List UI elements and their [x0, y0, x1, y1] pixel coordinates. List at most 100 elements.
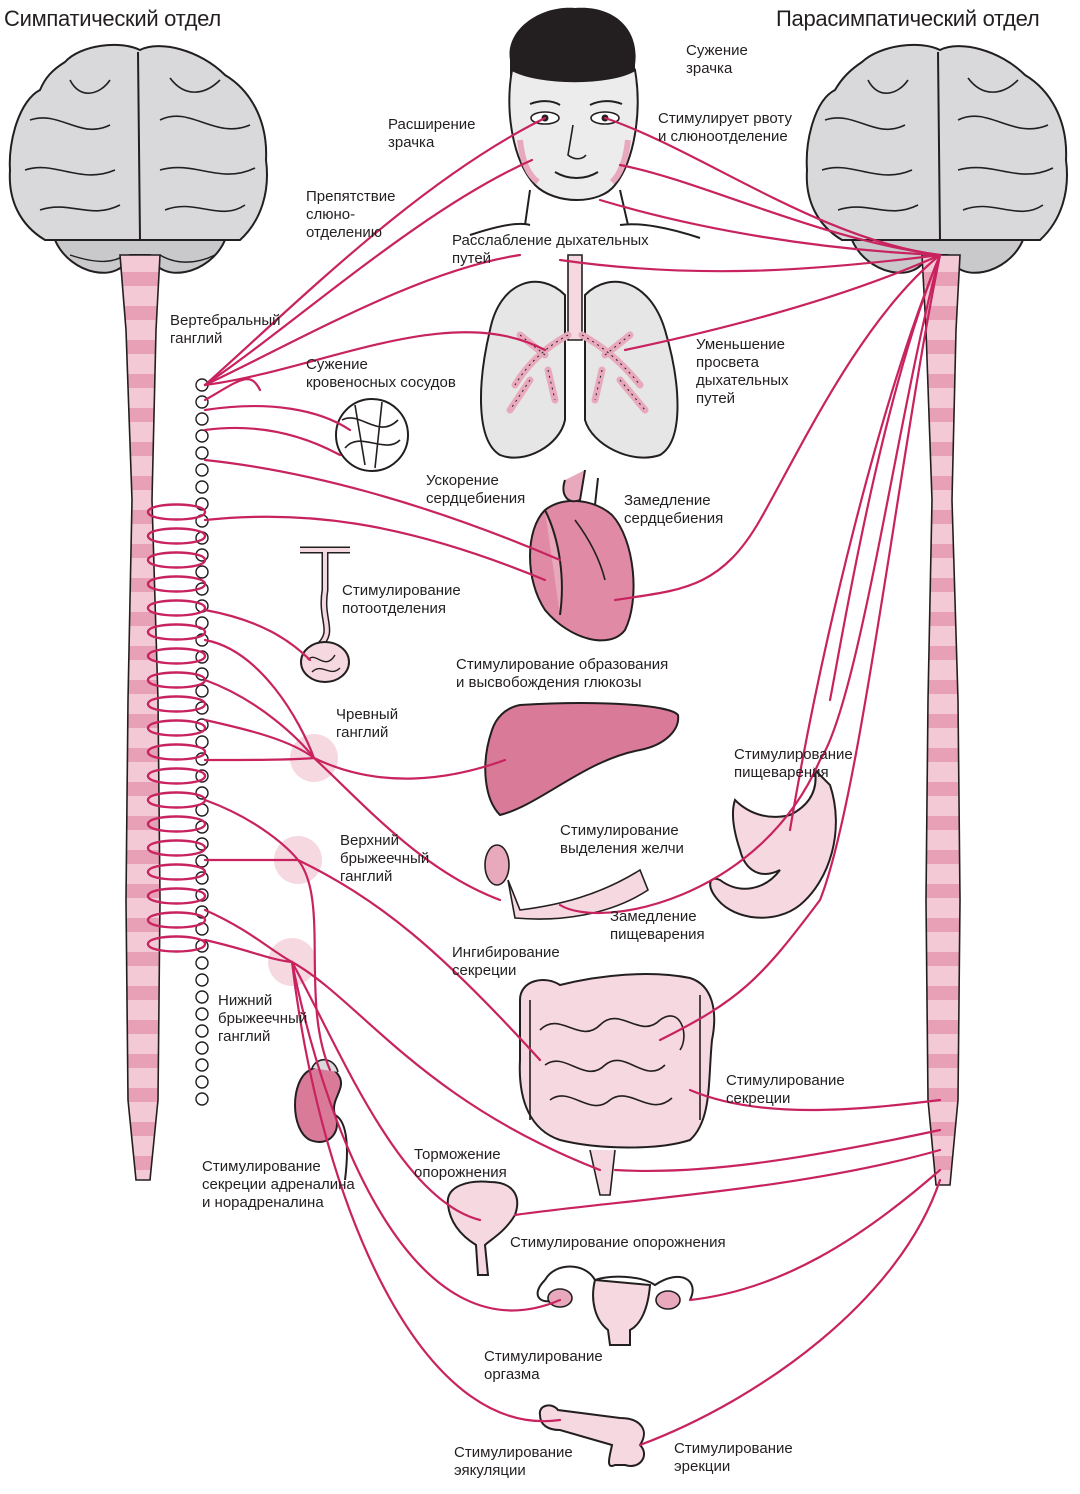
label-bile: Стимулирование выделения желчи	[560, 822, 684, 857]
nerve-fiber	[623, 253, 942, 352]
sweat-gland	[300, 546, 350, 683]
label-saliva-inhibit: Препятствие слюно- отделению	[306, 188, 396, 241]
chain-ganglion	[195, 1058, 209, 1072]
label-heart-slow: Замедление сердцебиения	[624, 492, 724, 527]
gallbladder-pancreas	[484, 844, 649, 920]
nerve-fiber	[312, 756, 502, 902]
label-bladder-stim: Стимулирование опорожнения	[510, 1234, 726, 1251]
nerve-fiber	[203, 608, 312, 662]
chain-ganglion	[195, 463, 209, 477]
nerve-fiber	[203, 378, 262, 402]
label-vertebral-ganglion: Вертебральный ганглий	[170, 312, 281, 347]
nerve-fiber	[203, 253, 522, 387]
nerve-fiber	[203, 638, 316, 760]
label-pupil-dilation: Расширение зрачка	[388, 116, 476, 151]
chain-ganglion	[195, 446, 209, 460]
nerve-fiber	[203, 678, 316, 760]
nerve-fiber	[558, 253, 942, 273]
chain-ganglion	[195, 395, 209, 409]
chain-ganglion	[195, 565, 209, 579]
heading-parasympathetic: Парасимпатический отдел	[776, 6, 1040, 31]
label-secretion-stim: Стимулирование секреции	[726, 1072, 845, 1107]
blood-vessel-closeup	[335, 398, 409, 472]
lungs	[480, 254, 679, 459]
chain-ganglion	[195, 480, 209, 494]
chain-ganglion	[195, 684, 209, 698]
nerve-coil	[146, 863, 207, 881]
nerve-coil	[146, 911, 207, 929]
right-brain	[805, 43, 1068, 274]
nerve-fiber	[203, 116, 547, 387]
label-vomit-saliva: Стимулирует рвоту и слюноотделение	[658, 110, 792, 145]
chain-ganglion	[195, 1041, 209, 1055]
intestines	[518, 973, 716, 1196]
nerve-fiber	[828, 253, 942, 702]
label-airway-narrow: Уменьшение просвета дыхательных путей	[696, 336, 789, 407]
male-organ	[538, 1404, 645, 1467]
nerve-coil	[146, 887, 207, 905]
chain-ganglion	[195, 973, 209, 987]
nerve-fiber	[290, 960, 482, 1222]
nerve-coil	[146, 839, 207, 857]
nerve-coil	[146, 719, 207, 737]
label-inferior-mesenteric: Нижний брыжеечный ганглий	[218, 992, 308, 1045]
left-spinal-cord	[119, 254, 161, 1181]
liver	[484, 702, 680, 817]
nerve-fiber	[613, 1128, 942, 1173]
nerve-fiber	[312, 756, 507, 780]
nerve-coil	[146, 743, 207, 761]
nerve-fiber	[203, 718, 316, 760]
label-adrenaline: Стимулирование секреции адреналина и нор…	[202, 1158, 355, 1211]
label-ejaculation: Стимулирование эякуляции	[454, 1444, 573, 1479]
nerve-fiber	[203, 938, 294, 964]
sympathetic-chain	[195, 378, 209, 1106]
nerve-fiber	[558, 253, 942, 915]
nerve-coil	[146, 935, 207, 953]
chain-ganglion	[195, 1007, 209, 1021]
nerve-fiber	[203, 331, 547, 387]
nerve-fiber	[688, 1088, 942, 1112]
label-orgasm: Стимулирование оргазма	[484, 1348, 603, 1383]
nerve-fiber	[290, 960, 562, 1312]
nerve-fiber	[203, 458, 562, 562]
label-secretion-inhibit: Ингибирование секреции	[452, 944, 560, 979]
nerve-coil	[146, 767, 207, 785]
chain-ganglion	[195, 769, 209, 783]
nerve-coil	[146, 815, 207, 833]
label-pupil-constriction: Сужение зрачка	[686, 42, 748, 77]
heart	[529, 469, 635, 642]
chain-ganglion	[195, 412, 209, 426]
nerve-coil	[146, 575, 207, 593]
spinal-nerve-coils	[146, 503, 207, 953]
label-heart-accel: Ускорение сердцебиения	[426, 472, 526, 507]
nerve-coil	[146, 647, 207, 665]
label-sweat: Стимулирование потоотделения	[342, 582, 461, 617]
nerve-fiber	[296, 858, 332, 1072]
nerve-fiber	[513, 1148, 942, 1217]
label-celiac-ganglion: Чревный ганглий	[336, 706, 399, 741]
nerve-fiber	[203, 426, 342, 457]
nerve-fiber	[296, 858, 542, 1062]
nerve-fiber	[658, 253, 942, 1042]
nerve-fibers	[203, 116, 942, 1447]
chain-ganglion	[195, 1092, 209, 1106]
nerve-fiber	[203, 756, 316, 762]
heading-sympathetic: Симпатический отдел	[4, 6, 221, 31]
uterus	[536, 1265, 694, 1346]
nerve-coil	[146, 503, 207, 521]
chain-ganglion	[195, 1024, 209, 1038]
nerve-fiber	[688, 1168, 942, 1302]
label-airway-relax: Расслабление дыхательных путей	[452, 232, 649, 267]
right-spinal-cord	[921, 254, 961, 1186]
bladder	[446, 1180, 519, 1276]
nerve-fiber	[598, 198, 942, 257]
chain-ganglion	[195, 956, 209, 970]
label-superior-mesenteric: Верхний брыжеечный ганглий	[340, 832, 430, 885]
nerve-coil	[146, 527, 207, 545]
nerve-fiber	[203, 158, 534, 387]
nerve-fiber	[613, 253, 942, 602]
nerve-fiber	[203, 405, 352, 432]
label-bladder-inhibit: Торможение опорожнения	[414, 1146, 507, 1181]
nerve-coil	[146, 623, 207, 641]
